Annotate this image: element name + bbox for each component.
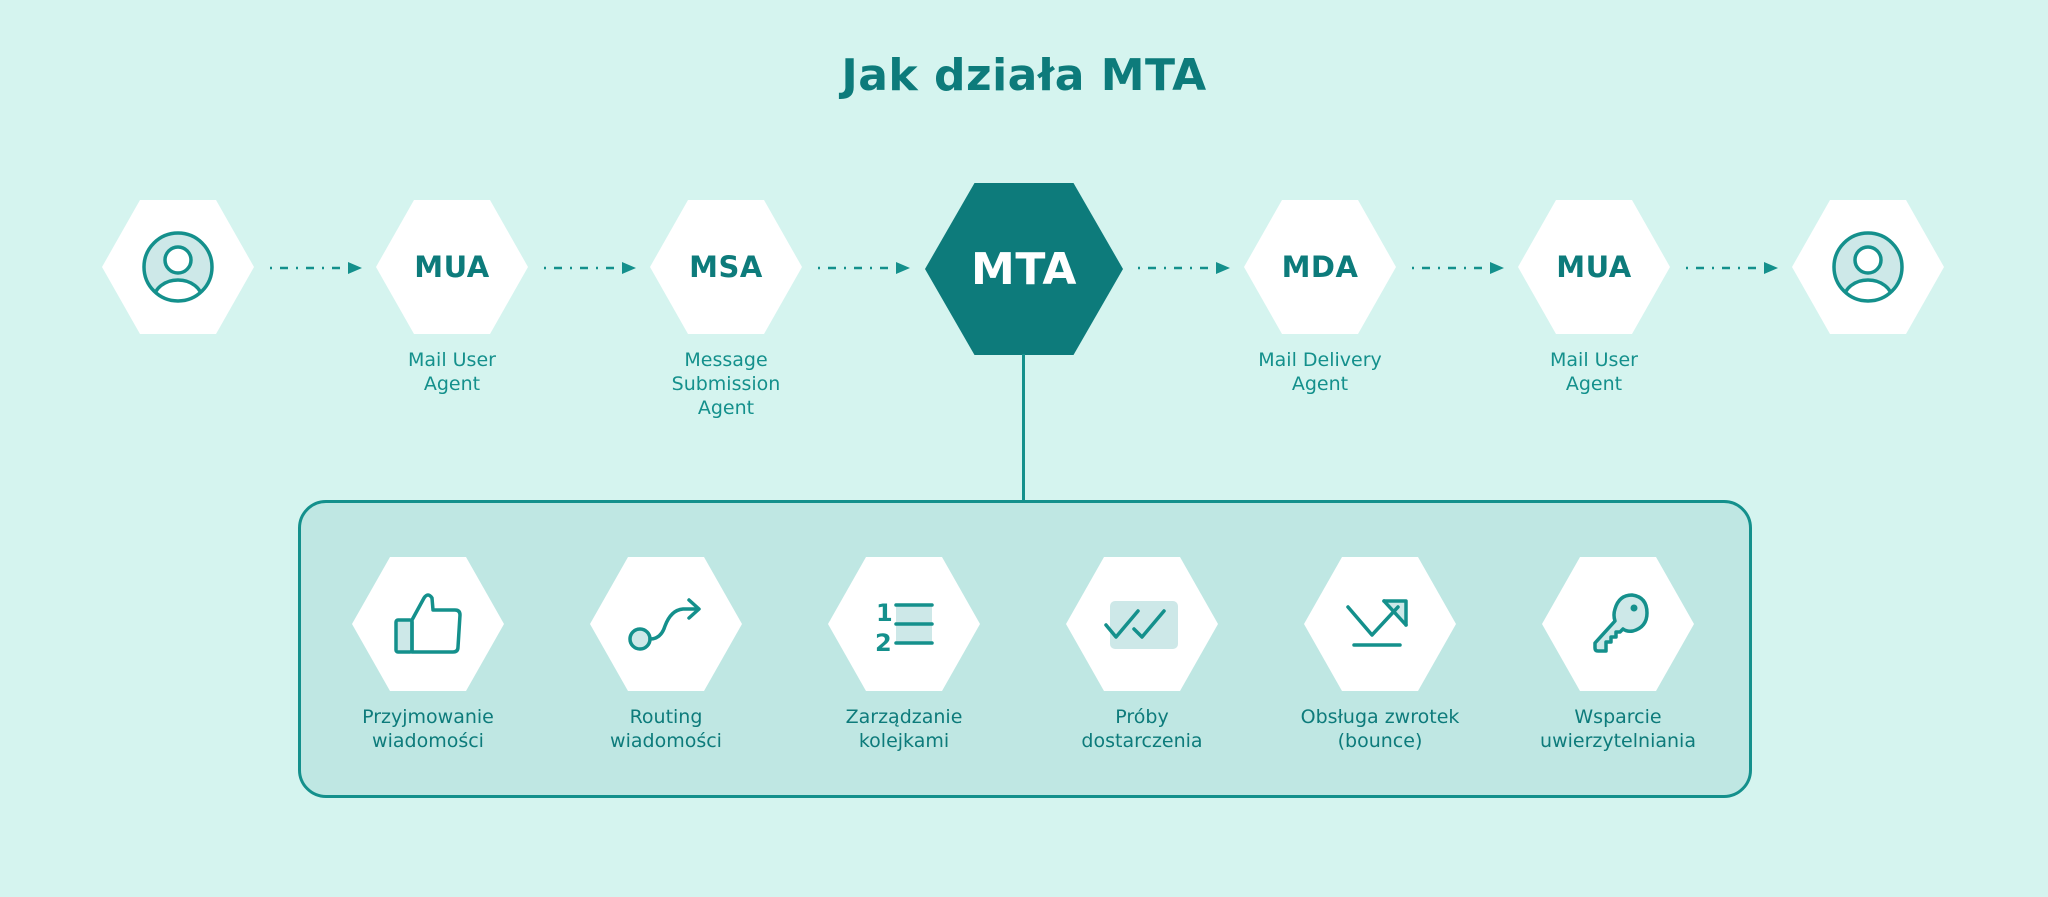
mda-label: MDA (1281, 250, 1359, 284)
caption-line: Agent (423, 373, 481, 395)
feature-hex-bounce-handling (1304, 557, 1456, 691)
flow-arrow-3 (818, 262, 910, 274)
mda-caption: Mail Delivery Agent (1220, 348, 1420, 396)
mua-label: MUA (414, 250, 490, 284)
mua-caption-2: Mail User Agent (1494, 348, 1694, 396)
caption-line: Obsługa zwrotek (1300, 706, 1460, 728)
svg-text:2: 2 (875, 629, 892, 653)
route-icon (627, 596, 705, 652)
caption-line: Submission (671, 373, 781, 395)
caption-line: dostarczenia (1081, 730, 1203, 752)
caption-line: Agent (1565, 373, 1623, 395)
mua-caption: Mail User Agent (352, 348, 552, 396)
caption-line: Routing (629, 706, 703, 728)
caption-line: Message (684, 349, 768, 371)
flow-arrow-6 (1686, 262, 1778, 274)
flow-arrow-4 (1138, 262, 1230, 274)
flow-arrow-5 (1412, 262, 1504, 274)
caption-line: Zarządzanie (845, 706, 963, 728)
key-icon (1585, 591, 1651, 657)
caption-line: wiadomości (610, 730, 722, 752)
caption-line: uwierzytelniania (1540, 730, 1696, 752)
sender-node (102, 200, 254, 334)
mta-node: MTA (925, 183, 1123, 355)
feature-caption: Routing wiadomości (556, 705, 776, 753)
caption-line: Mail Delivery (1258, 349, 1382, 371)
msa-label: MSA (689, 250, 763, 284)
msa-caption: Message Submission Agent (626, 348, 826, 420)
msa-node: MSA (650, 200, 802, 334)
recipient-node (1792, 200, 1944, 334)
mda-node: MDA (1244, 200, 1396, 334)
page-title: Jak działa MTA (841, 50, 1207, 101)
caption-line: Agent (697, 397, 755, 419)
feature-hex-delivery-attempts (1066, 557, 1218, 691)
numbered-list-icon: 1 2 (872, 595, 936, 653)
mua-node: MUA (376, 200, 528, 334)
user-icon (1830, 229, 1906, 305)
feature-hex-authentication-support (1542, 557, 1694, 691)
caption-line: kolejkami (858, 730, 950, 752)
flow-arrow-1 (270, 262, 362, 274)
user-icon (140, 229, 216, 305)
caption-line: Mail User (408, 349, 496, 371)
feature-caption: Zarządzanie kolejkami (794, 705, 1014, 753)
mta-connector-line (1022, 354, 1025, 502)
mta-functions-panel (298, 500, 1752, 798)
caption-line: Przyjmowanie (362, 706, 494, 728)
double-check-icon (1104, 597, 1180, 651)
feature-caption: Wsparcie uwierzytelniania (1508, 705, 1728, 753)
feature-caption: Próby dostarczenia (1032, 705, 1252, 753)
flow-arrow-2 (544, 262, 636, 274)
svg-text:1: 1 (876, 599, 893, 627)
mua-node-2: MUA (1518, 200, 1670, 334)
caption-line: wiadomości (372, 730, 484, 752)
mua-label: MUA (1556, 250, 1632, 284)
thumbs-up-icon (393, 592, 463, 656)
feature-caption: Przyjmowanie wiadomości (318, 705, 538, 753)
feature-caption: Obsługa zwrotek (bounce) (1270, 705, 1490, 753)
caption-line: Próby (1115, 706, 1169, 728)
bounce-arrow-icon (1344, 599, 1416, 649)
caption-line: Mail User (1550, 349, 1638, 371)
caption-line: Wsparcie (1574, 706, 1662, 728)
mta-label: MTA (971, 243, 1077, 295)
caption-line: (bounce) (1337, 730, 1423, 752)
caption-line: Agent (1291, 373, 1349, 395)
